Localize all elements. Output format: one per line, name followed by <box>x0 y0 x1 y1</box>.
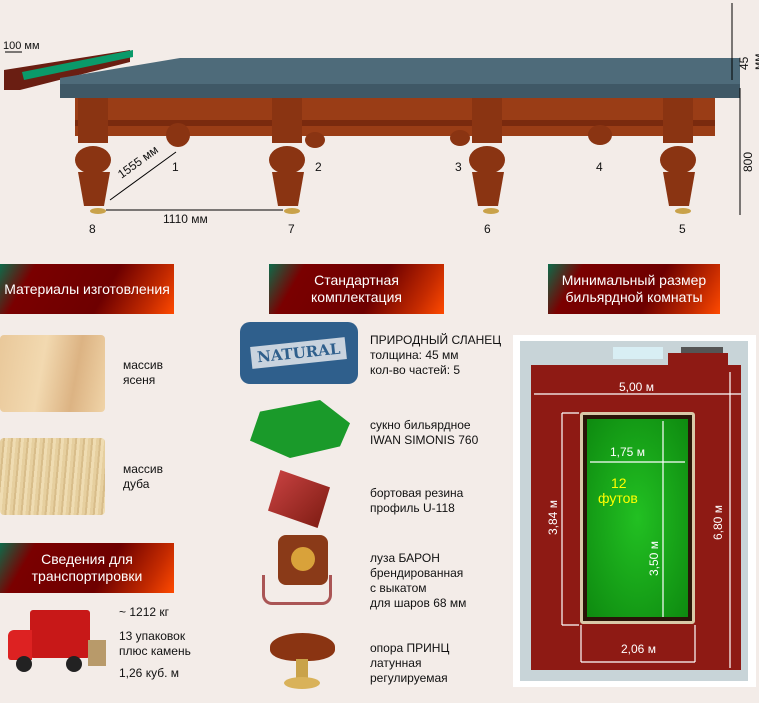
leg-number: 7 <box>288 222 295 236</box>
room-length-label: 6,80 м <box>711 505 725 540</box>
support-description: опора ПРИНЦ латунная регулируемая <box>370 641 449 686</box>
item-line: латунная <box>370 656 422 670</box>
transport-volume: 1,26 куб. м <box>119 666 179 680</box>
room-width-label: 5,00 м <box>619 380 654 394</box>
item-line: регулируемая <box>370 671 448 685</box>
table-height-label: 800 мм <box>741 151 759 172</box>
table-size-number: 12 <box>611 475 627 491</box>
cloth-description: сукно бильярдное IWAN SIMONIS 760 <box>370 418 478 448</box>
transport-banner: Сведения для транспортировки <box>0 543 174 593</box>
pocket-icon <box>258 535 343 620</box>
natural-logo-text: NATURAL <box>250 337 348 369</box>
leg-number: 6 <box>484 222 491 236</box>
leg-number: 3 <box>455 160 462 174</box>
pocket-description: луза БАРОН брендированная с выкатом для … <box>370 551 466 611</box>
item-line: брендированная <box>370 566 464 580</box>
transport-stone: плюс камень <box>119 644 191 658</box>
material-label: массив ясеня <box>123 358 164 387</box>
item-line: кол-во частей: 5 <box>370 363 461 377</box>
table-length-label: 3,50 м <box>647 541 661 576</box>
leg-number: 2 <box>315 160 322 174</box>
item-line: IWAN SIMONIS 760 <box>370 433 479 447</box>
item-line: опора ПРИНЦ <box>370 641 450 655</box>
room-plan: 5,00 м 6,80 м 3,84 м 2,06 м 1,75 м 3,50 … <box>513 335 756 687</box>
rail-width-label: 100 мм <box>3 40 40 52</box>
slate-thickness-label: 45 мм <box>737 53 759 71</box>
oak-wood-sample <box>0 438 105 515</box>
ash-wood-sample <box>0 335 105 412</box>
table-size-unit: футов <box>598 490 638 506</box>
cushion-rubber-icon <box>268 470 330 528</box>
room-banner: Минимальный размер бильярдной комнаты <box>548 264 720 314</box>
leg-number: 5 <box>679 222 686 236</box>
zone-length-label: 3,84 м <box>546 500 560 535</box>
materials-banner: Материалы изготовления <box>0 264 174 314</box>
item-line: толщина: 45 мм <box>370 348 459 362</box>
table-felt <box>587 419 688 617</box>
zone-width-label: 2,06 м <box>621 642 656 656</box>
leg-number: 4 <box>596 160 603 174</box>
billiard-table-illustration <box>4 3 741 215</box>
item-line: профиль U-118 <box>370 501 455 515</box>
material-label: массив дуба <box>123 462 164 491</box>
transport-packages: 13 упаковок <box>119 629 186 643</box>
leg-spacing-label: 1110 мм <box>163 212 208 226</box>
item-line: для шаров 68 мм <box>370 596 467 610</box>
leg-number: 8 <box>89 222 96 236</box>
natural-slate-icon: NATURAL <box>240 322 358 384</box>
cloth-icon <box>250 400 350 458</box>
truck-icon <box>8 610 108 675</box>
item-line: ПРИРОДНЫЙ СЛАНЕЦ <box>370 333 502 347</box>
item-line: бортовая резина <box>370 486 464 500</box>
slate-description: ПРИРОДНЫЙ СЛАНЕЦ толщина: 45 мм кол-во ч… <box>370 333 501 378</box>
item-line: сукно бильярдное <box>370 418 471 432</box>
rubber-description: бортовая резина профиль U-118 <box>370 486 463 516</box>
table-width-label: 1,75 м <box>610 445 645 459</box>
item-line: луза БАРОН <box>370 551 440 565</box>
leg-number: 1 <box>172 160 179 174</box>
item-line: с выкатом <box>370 581 427 595</box>
leg-support-icon <box>270 633 335 693</box>
standard-banner: Стандартная комплектация <box>269 264 444 314</box>
transport-weight: ~ 1212 кг <box>119 605 169 619</box>
